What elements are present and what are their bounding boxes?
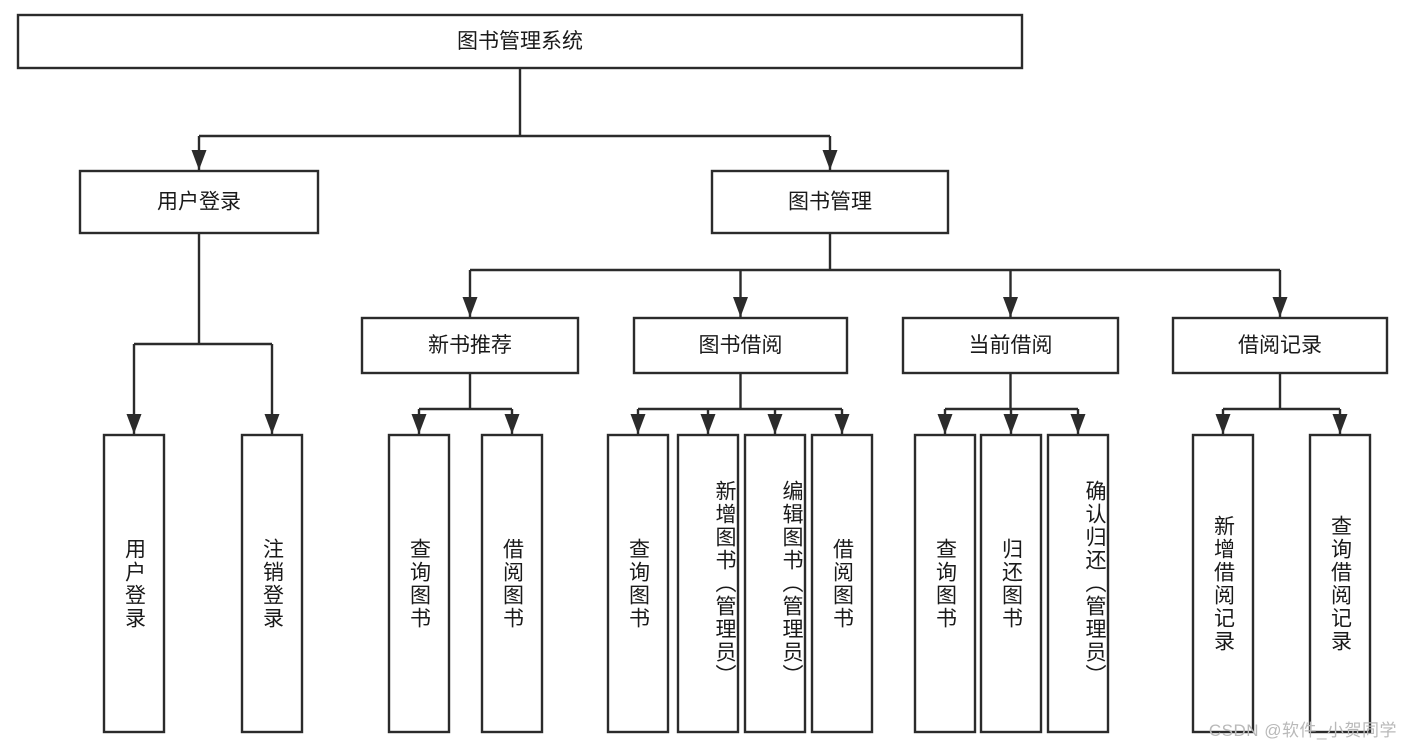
node-label: 当前借阅: [969, 334, 1053, 357]
node-book-manage: 图书管理: [710, 169, 950, 235]
node-label: 图书管理: [788, 191, 872, 214]
node-leaf-add-record: [1191, 433, 1255, 734]
node-label: 借阅记录: [1238, 334, 1322, 357]
node-leaf-query-record: [1308, 433, 1372, 734]
node-root: 图书管理系统: [16, 13, 1024, 70]
node-leaf-edit-book: [743, 433, 807, 734]
connector-lines: [126, 68, 1348, 434]
node-leaf-confirm-return: [1046, 433, 1110, 734]
node-book-borrow: 图书借阅: [632, 316, 849, 375]
node-label: 新书推荐: [428, 334, 512, 357]
node-label: 图书借阅: [699, 334, 783, 357]
node-current-borrow: 当前借阅: [901, 316, 1120, 375]
node-leaf-borrow-book-1: [480, 433, 544, 734]
node-label: 图书管理系统: [457, 30, 583, 53]
node-user-login: 用户登录: [78, 169, 320, 235]
node-leaf-user-login: [102, 433, 166, 734]
csdn-watermark: CSDN @软件_小贺同学: [1208, 721, 1397, 740]
node-leaf-logout: [240, 433, 304, 734]
node-leaf-query-book-3: [913, 433, 977, 734]
node-label: 用户登录: [157, 191, 241, 214]
node-leaf-return-book: [979, 433, 1043, 734]
node-borrow-record: 借阅记录: [1171, 316, 1389, 375]
node-leaf-query-book-1: [387, 433, 451, 734]
node-leaf-query-book-2: [606, 433, 670, 734]
node-leaf-add-book: [676, 433, 740, 734]
node-leaf-borrow-book-2: [810, 433, 874, 734]
node-new-book-recommend: 新书推荐: [360, 316, 580, 375]
